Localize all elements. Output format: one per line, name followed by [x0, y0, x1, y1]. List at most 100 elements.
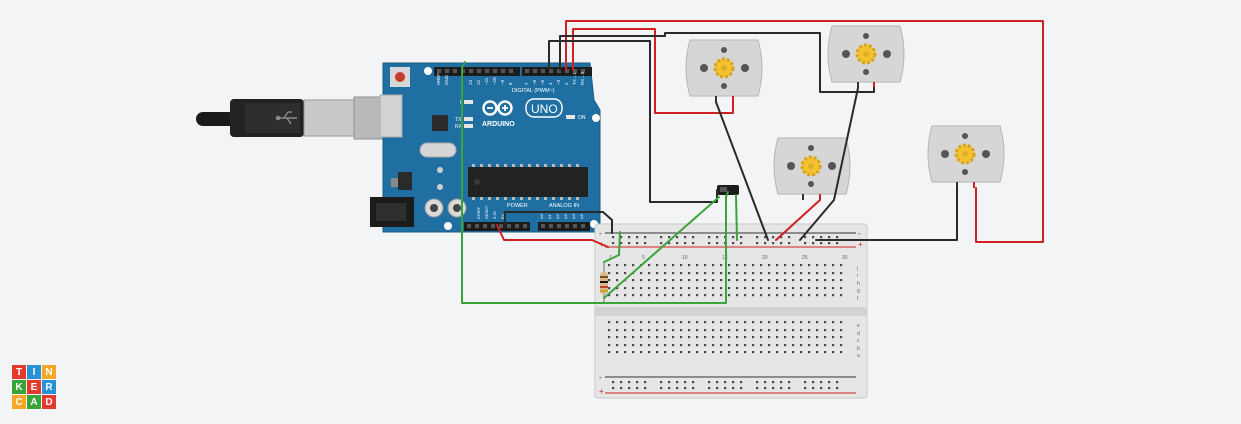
breadboard-hole[interactable] — [608, 287, 611, 290]
breadboard-hole[interactable] — [840, 264, 843, 267]
breadboard-hole[interactable] — [620, 236, 623, 239]
breadboard-hole[interactable] — [712, 351, 715, 354]
breadboard-hole[interactable] — [728, 351, 731, 354]
breadboard-hole[interactable] — [664, 264, 667, 267]
breadboard-hole[interactable] — [684, 236, 687, 239]
breadboard-hole[interactable] — [656, 329, 659, 332]
breadboard-hole[interactable] — [716, 387, 719, 390]
breadboard-hole[interactable] — [768, 279, 771, 282]
breadboard-hole[interactable] — [648, 336, 651, 339]
breadboard-hole[interactable] — [724, 381, 727, 384]
breadboard-hole[interactable] — [828, 236, 831, 239]
breadboard-hole[interactable] — [808, 264, 811, 267]
breadboard-hole[interactable] — [720, 329, 723, 332]
breadboard-hole[interactable] — [688, 287, 691, 290]
breadboard-hole[interactable] — [672, 279, 675, 282]
breadboard-hole[interactable] — [656, 294, 659, 297]
breadboard-hole[interactable] — [764, 242, 767, 245]
breadboard-hole[interactable] — [720, 336, 723, 339]
breadboard-hole[interactable] — [792, 344, 795, 347]
breadboard-hole[interactable] — [812, 242, 815, 245]
dc-motor-3[interactable] — [773, 137, 851, 200]
breadboard-hole[interactable] — [756, 236, 759, 239]
digital-header-pins[interactable] — [437, 69, 585, 73]
breadboard-hole[interactable] — [832, 344, 835, 347]
breadboard-hole[interactable] — [808, 351, 811, 354]
breadboard-hole[interactable] — [628, 236, 631, 239]
arduino-uno-board[interactable]: AREF GND 13 12 ~11 ~10 ~9 8 7 ~6 ~5 4 ~3… — [370, 62, 601, 233]
breadboard-hole[interactable] — [820, 236, 823, 239]
breadboard-hole[interactable] — [624, 264, 627, 267]
breadboard-hole[interactable] — [644, 387, 647, 390]
breadboard-hole[interactable] — [648, 272, 651, 275]
breadboard-hole[interactable] — [768, 344, 771, 347]
breadboard-hole[interactable] — [744, 272, 747, 275]
breadboard-hole[interactable] — [820, 387, 823, 390]
breadboard-hole[interactable] — [668, 387, 671, 390]
breadboard-hole[interactable] — [624, 336, 627, 339]
dc-motor-2[interactable] — [827, 25, 905, 88]
breadboard-hole[interactable] — [628, 387, 631, 390]
breadboard-hole[interactable] — [824, 321, 827, 324]
wire-black-gnd-rail[interactable] — [504, 211, 613, 234]
breadboard-hole[interactable] — [640, 321, 643, 324]
breadboard-hole[interactable] — [752, 294, 755, 297]
breadboard-hole[interactable] — [760, 294, 763, 297]
breadboard-hole[interactable] — [840, 329, 843, 332]
breadboard-hole[interactable] — [608, 329, 611, 332]
breadboard-hole[interactable] — [816, 294, 819, 297]
breadboard-hole[interactable] — [628, 381, 631, 384]
breadboard-hole[interactable] — [672, 287, 675, 290]
breadboard-hole[interactable] — [708, 381, 711, 384]
breadboard-hole[interactable] — [664, 279, 667, 282]
breadboard-hole[interactable] — [632, 336, 635, 339]
breadboard-hole[interactable] — [760, 329, 763, 332]
breadboard-hole[interactable] — [684, 242, 687, 245]
breadboard-hole[interactable] — [812, 381, 815, 384]
breadboard[interactable]: - + - + - + 1 5 10 15 20 25 30 j i h g f… — [594, 223, 868, 399]
breadboard-hole[interactable] — [632, 351, 635, 354]
breadboard-hole[interactable] — [752, 351, 755, 354]
breadboard-hole[interactable] — [776, 329, 779, 332]
breadboard-hole[interactable] — [740, 381, 743, 384]
breadboard-hole[interactable] — [664, 344, 667, 347]
breadboard-hole[interactable] — [608, 279, 611, 282]
breadboard-hole[interactable] — [752, 264, 755, 267]
breadboard-hole[interactable] — [704, 336, 707, 339]
breadboard-hole[interactable] — [760, 279, 763, 282]
breadboard-hole[interactable] — [824, 294, 827, 297]
breadboard-hole[interactable] — [792, 287, 795, 290]
breadboard-hole[interactable] — [816, 344, 819, 347]
breadboard-hole[interactable] — [704, 351, 707, 354]
breadboard-hole[interactable] — [696, 287, 699, 290]
breadboard-hole[interactable] — [632, 321, 635, 324]
breadboard-hole[interactable] — [840, 294, 843, 297]
breadboard-hole[interactable] — [752, 344, 755, 347]
breadboard-hole[interactable] — [800, 287, 803, 290]
wire-green-resistor-rail[interactable] — [603, 231, 621, 263]
breadboard-hole[interactable] — [832, 287, 835, 290]
dc-motor-1[interactable] — [685, 39, 763, 102]
breadboard-hole[interactable] — [696, 351, 699, 354]
breadboard-hole[interactable] — [680, 321, 683, 324]
breadboard-hole[interactable] — [804, 242, 807, 245]
breadboard-hole[interactable] — [712, 264, 715, 267]
breadboard-hole[interactable] — [712, 272, 715, 275]
breadboard-hole[interactable] — [608, 344, 611, 347]
breadboard-hole[interactable] — [648, 294, 651, 297]
breadboard-hole[interactable] — [788, 242, 791, 245]
breadboard-hole[interactable] — [632, 344, 635, 347]
breadboard-hole[interactable] — [640, 287, 643, 290]
breadboard-hole[interactable] — [792, 321, 795, 324]
breadboard-hole[interactable] — [728, 294, 731, 297]
breadboard-hole[interactable] — [656, 272, 659, 275]
breadboard-hole[interactable] — [644, 236, 647, 239]
breadboard-hole[interactable] — [764, 387, 767, 390]
breadboard-hole[interactable] — [616, 287, 619, 290]
breadboard-hole[interactable] — [744, 321, 747, 324]
breadboard-hole[interactable] — [680, 279, 683, 282]
breadboard-hole[interactable] — [816, 287, 819, 290]
breadboard-hole[interactable] — [696, 294, 699, 297]
breadboard-hole[interactable] — [688, 336, 691, 339]
breadboard-hole[interactable] — [736, 294, 739, 297]
